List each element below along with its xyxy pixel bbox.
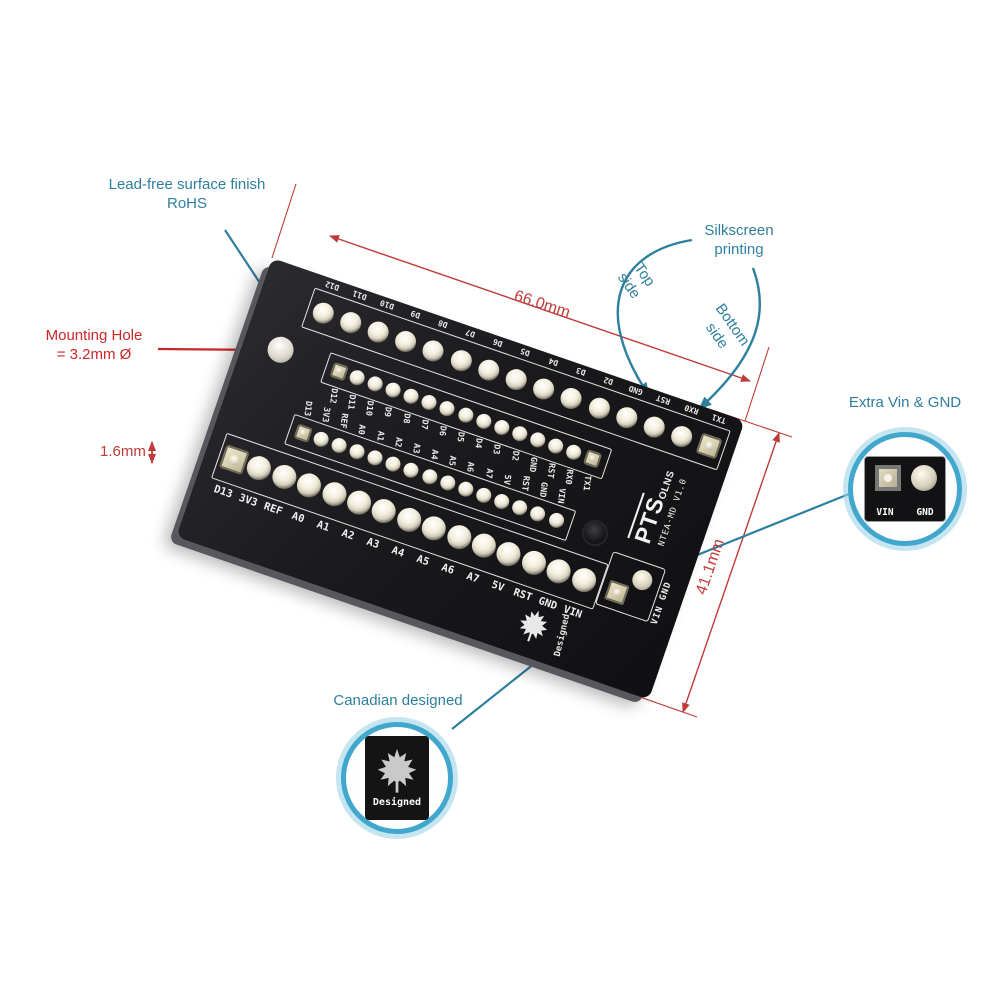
mounting-hole-line1: Mounting Hole — [45, 327, 143, 344]
mounting-hole-2 — [581, 519, 609, 548]
bottom-side-label: Bottom side — [702, 300, 753, 352]
mounting-hole-note: Mounting Hole = 3.2mm Ø — [28, 327, 160, 365]
inset-gnd-label: GND — [916, 507, 934, 518]
mounting-hole-line2: = 3.2mm Ø — [56, 345, 132, 363]
pin-label: D13 — [301, 399, 314, 417]
pin-label: TX1 — [580, 474, 593, 492]
pin-label: D2 — [602, 374, 615, 387]
pin-label: RX0 — [682, 402, 700, 416]
lead-free-note: Lead-free surface finish RoHS — [108, 176, 266, 212]
pin-label: D5 — [519, 346, 532, 359]
pin-label: TX1 — [710, 412, 728, 426]
maple-leaf-icon — [519, 610, 548, 642]
pin-label: D11 — [351, 288, 369, 302]
pin-label: REF — [262, 500, 285, 518]
pin-label: RST — [655, 393, 672, 407]
width-extension-left — [271, 183, 297, 259]
pin-label: 5V — [489, 578, 506, 595]
canadian-designed-note: Canadian designed — [333, 692, 463, 709]
inset-designed-label: Designed — [372, 797, 422, 808]
extra-vin-gnd-note: Extra Vin & GND — [848, 394, 962, 411]
pin-label: D13 — [212, 483, 235, 501]
width-dim-label: 66.0mm — [511, 287, 573, 322]
pin-label: RST — [511, 586, 534, 604]
pin-label: D12 — [323, 279, 341, 293]
silkscreen-note: Silkscreen printing — [704, 222, 774, 258]
pin-label: A4 — [389, 544, 406, 560]
vin-gnd-inset: VIN GND — [848, 432, 962, 546]
width-extension-right — [744, 346, 770, 422]
gnd-pad — [629, 567, 656, 593]
mounting-hole — [264, 333, 298, 367]
maple-leaf-inset-icon — [377, 748, 417, 793]
top-side-label: Top side — [614, 260, 659, 302]
pin-label: A2 — [340, 527, 356, 543]
pcb-board: VIN GND PTSOLNS NTEA-MD V1.0 Designed D1… — [175, 258, 745, 700]
vin-pad-zoom — [875, 465, 901, 491]
pin-label: D7 — [464, 327, 477, 339]
inset-vin-label: VIN — [876, 507, 894, 518]
gnd-pad-zoom — [911, 465, 937, 491]
pin-label: D8 — [436, 317, 449, 330]
pin-label: D6 — [491, 336, 504, 349]
thickness-dim-label: 1.6mm — [100, 443, 146, 460]
designed-inset: Designed — [341, 722, 453, 834]
vin-gnd-inset-board: VIN GND — [864, 456, 946, 522]
pin-label: D9 — [409, 308, 422, 320]
pin-label: GND — [627, 383, 645, 397]
pin-label: D10 — [379, 298, 396, 312]
pin-label: A7 — [464, 570, 481, 586]
pin-label: A5 — [414, 552, 431, 569]
designed-inset-board: Designed — [365, 736, 429, 820]
pin-label: A0 — [290, 509, 307, 526]
vin-pad — [604, 579, 630, 606]
pin-label: D3 — [574, 365, 587, 378]
pin-label: A1 — [315, 518, 331, 534]
pin-label: 3V3 — [237, 491, 260, 510]
pcb-brand-logo: PTSOLNS NTEA-MD V1.0 — [626, 450, 711, 571]
pin-label: A3 — [365, 535, 381, 552]
pin-label: D4 — [547, 355, 560, 368]
pin-label: A6 — [439, 561, 456, 577]
